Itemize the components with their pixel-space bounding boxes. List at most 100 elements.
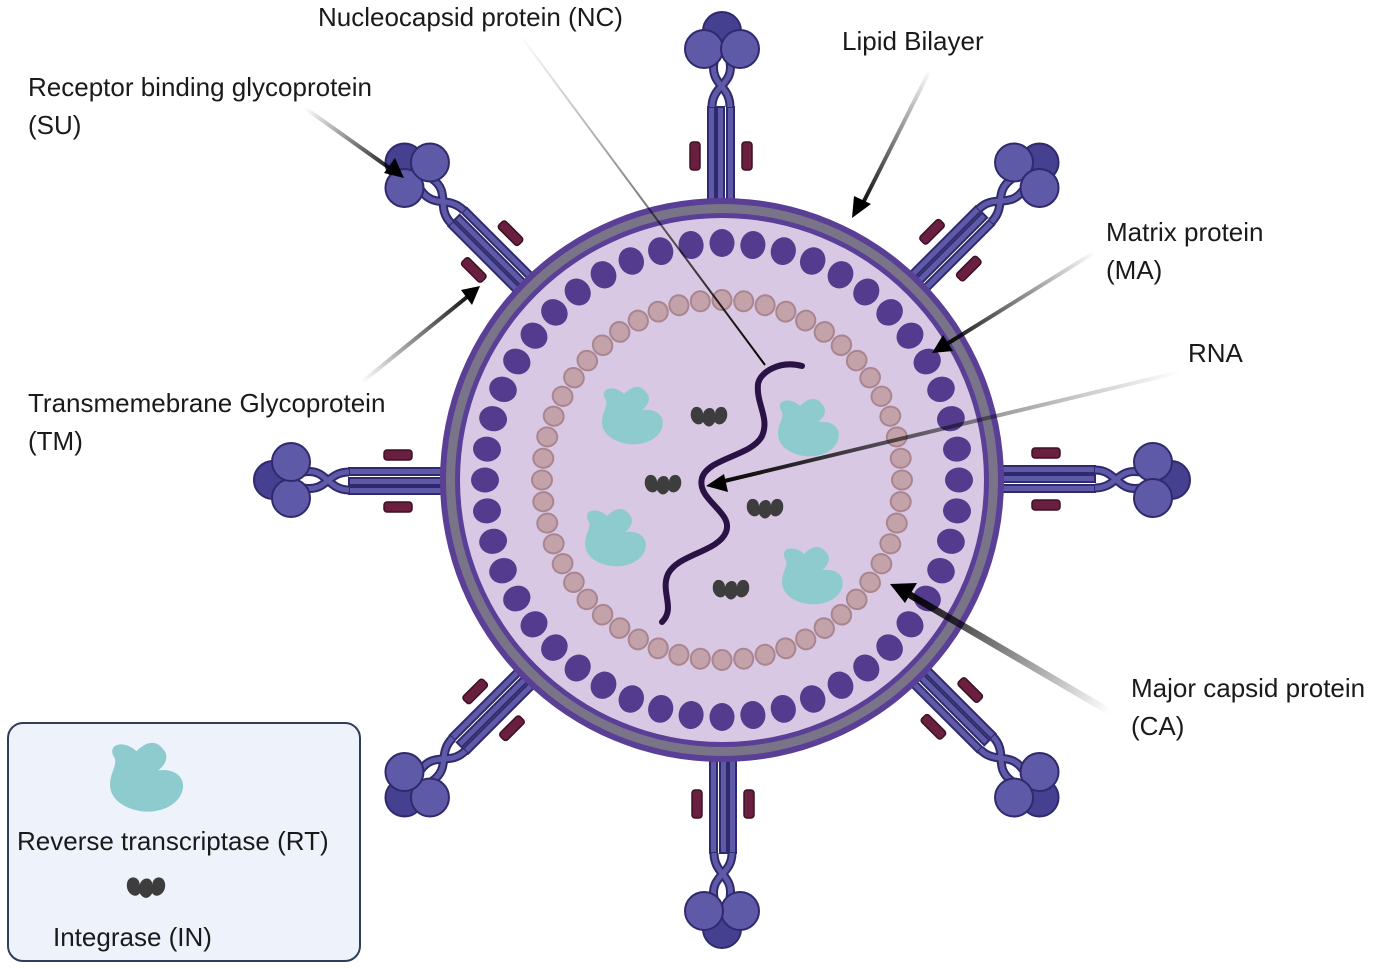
capsid-protein bbox=[576, 588, 599, 611]
virion-interior bbox=[460, 218, 984, 742]
label-ca-line1: Major capsid protein bbox=[1131, 673, 1366, 703]
capsid-protein bbox=[733, 647, 755, 670]
glycoprotein-spike bbox=[365, 650, 552, 837]
matrix-protein bbox=[678, 231, 704, 259]
label-transmembrane: Transmemebrane Glycoprotein (TM) bbox=[28, 384, 385, 460]
capsid-protein bbox=[609, 617, 631, 639]
matrix-protein bbox=[740, 701, 766, 729]
capsid-protein bbox=[647, 300, 669, 323]
lipid-bilayer bbox=[446, 204, 998, 756]
capsid-protein bbox=[795, 309, 817, 332]
label-nucleocapsid: Nucleocapsid protein (NC) bbox=[318, 0, 623, 36]
capsid-protein bbox=[775, 300, 797, 323]
pointer-lines bbox=[303, 34, 1181, 716]
arrow-lipid bbox=[860, 69, 932, 206]
arrowhead-tm bbox=[461, 286, 480, 305]
matrix-protein bbox=[648, 237, 674, 266]
matrix-protein bbox=[590, 261, 617, 289]
spikes bbox=[254, 12, 1190, 948]
capsid-protein bbox=[563, 367, 585, 389]
capsid-protein bbox=[551, 385, 574, 407]
label-tm-line1: Transmemebrane Glycoprotein bbox=[28, 388, 386, 418]
matrix-protein bbox=[709, 229, 735, 257]
matrix-protein bbox=[541, 299, 568, 326]
reverse-transcriptase-group bbox=[585, 386, 843, 605]
capsid-protein bbox=[689, 647, 711, 670]
capsid-protein bbox=[859, 367, 881, 389]
arrow-rna bbox=[715, 370, 1181, 485]
reverse-transcriptase bbox=[778, 398, 839, 457]
pointer-nc bbox=[519, 34, 766, 366]
integrase bbox=[690, 406, 728, 427]
capsid-protein bbox=[830, 334, 853, 357]
matrix-protein bbox=[471, 467, 499, 493]
arrowhead-ca bbox=[890, 583, 917, 603]
matrix-protein bbox=[913, 348, 941, 375]
matrix-protein bbox=[876, 634, 903, 661]
reverse-transcriptase bbox=[782, 546, 843, 605]
matrix-protein bbox=[479, 528, 508, 554]
capsid-protein bbox=[647, 637, 669, 660]
capsid-protein bbox=[845, 349, 868, 372]
matrix-protein bbox=[770, 694, 796, 723]
matrix-protein bbox=[945, 467, 973, 493]
capsid-protein bbox=[711, 649, 733, 671]
matrix-protein bbox=[927, 557, 955, 584]
capsid-protein bbox=[531, 469, 553, 491]
matrix-protein bbox=[913, 585, 941, 612]
capsid-protein bbox=[591, 603, 614, 626]
label-rna: RNA bbox=[1188, 334, 1243, 372]
label-su-line1: Receptor binding glycoprotein bbox=[28, 72, 372, 102]
matrix-protein bbox=[564, 654, 591, 682]
capsid-protein bbox=[668, 294, 690, 317]
matrix-protein bbox=[936, 528, 965, 554]
capsid-protein bbox=[870, 553, 893, 575]
matrix-protein bbox=[943, 436, 971, 462]
matrix-protein bbox=[936, 406, 965, 432]
glycoprotein-spike bbox=[892, 123, 1079, 310]
arrowhead-ma bbox=[932, 335, 953, 353]
reverse-transcriptase bbox=[585, 508, 646, 567]
glycoprotein-spike bbox=[1000, 443, 1190, 517]
capsid-protein bbox=[830, 603, 853, 626]
arrow-ma bbox=[940, 250, 1097, 349]
matrix-protein bbox=[876, 299, 903, 326]
capsid-protein bbox=[532, 491, 555, 513]
matrix-protein bbox=[473, 498, 501, 524]
label-lipid-bilayer-text: Lipid Bilayer bbox=[842, 26, 984, 56]
capsid-protein bbox=[532, 447, 555, 469]
label-tm-line2: (TM) bbox=[28, 426, 83, 456]
arrow-heads bbox=[384, 158, 953, 603]
label-major-capsid: Major capsid protein (CA) bbox=[1131, 669, 1365, 745]
matrix-protein bbox=[740, 231, 766, 259]
arrow-tm bbox=[360, 291, 474, 384]
capsid-protein bbox=[563, 571, 585, 593]
capsid-protein bbox=[733, 290, 755, 313]
legend-integrase-label: Integrase (IN) bbox=[53, 922, 212, 952]
legend-box: Reverse transcriptase (RT) Integrase (IN… bbox=[7, 722, 361, 962]
capsid-protein bbox=[536, 512, 559, 534]
label-ma-line2: (MA) bbox=[1106, 255, 1163, 285]
capsid-protein bbox=[542, 405, 565, 427]
label-receptor-binding: Receptor binding glycoprotein (SU) bbox=[28, 68, 372, 144]
label-ca-line2: (CA) bbox=[1131, 711, 1185, 741]
matrix-protein bbox=[541, 634, 568, 661]
glycoprotein-spike bbox=[892, 650, 1079, 837]
matrix-protein bbox=[853, 278, 880, 306]
matrix-protein bbox=[827, 261, 854, 289]
label-rna-text: RNA bbox=[1188, 338, 1243, 368]
capsid-protein bbox=[542, 533, 565, 555]
matrix-protein bbox=[853, 654, 880, 682]
capsid-protein bbox=[576, 349, 599, 372]
label-matrix-protein: Matrix protein (MA) bbox=[1106, 213, 1264, 289]
matrix-protein bbox=[489, 376, 517, 403]
capsid-protein bbox=[775, 637, 797, 660]
label-ma-line1: Matrix protein bbox=[1106, 217, 1264, 247]
capsid-protein bbox=[885, 512, 908, 534]
matrix-protein bbox=[503, 585, 531, 612]
matrix-protein bbox=[896, 322, 924, 349]
capsid-protein bbox=[813, 321, 835, 343]
glycoprotein-spike bbox=[685, 758, 759, 948]
label-lipid-bilayer: Lipid Bilayer bbox=[842, 22, 984, 60]
capsid-protein bbox=[795, 628, 817, 651]
